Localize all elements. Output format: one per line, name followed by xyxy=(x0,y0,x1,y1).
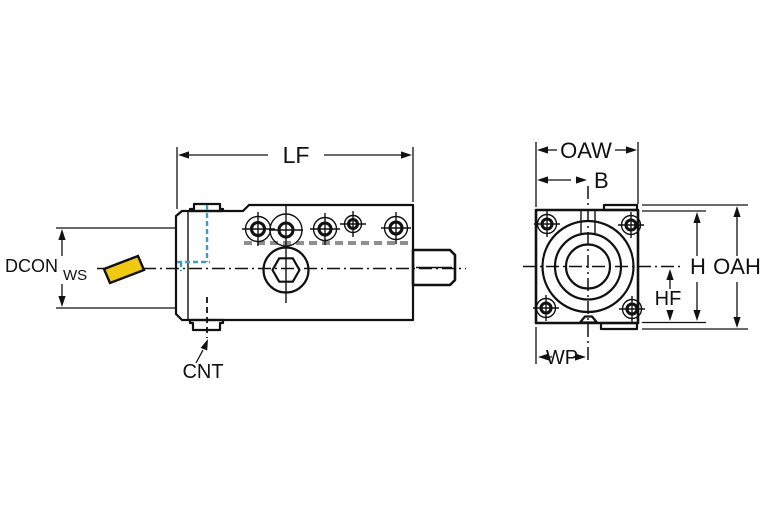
hex-clamp-screw xyxy=(262,206,310,303)
side-view xyxy=(97,202,466,338)
label-oah: OAH xyxy=(713,254,761,279)
hidden-slot-lines xyxy=(177,205,210,271)
dimension-h: H xyxy=(642,210,706,324)
front-bottom-tab xyxy=(599,321,639,331)
front-screw-top-left xyxy=(534,211,560,237)
front-screw-top-right xyxy=(618,212,644,238)
label-hf: HF xyxy=(655,288,682,310)
dimension-lf: LF xyxy=(176,142,414,209)
dimension-hf: HF xyxy=(655,269,682,321)
side-top-tab xyxy=(188,202,225,213)
label-wp: WP xyxy=(546,347,578,369)
screw-4 xyxy=(340,211,366,237)
side-bottom-tab xyxy=(188,318,225,332)
dimension-oaw: OAW xyxy=(535,138,639,207)
front-screw-bottom-left xyxy=(533,295,559,321)
side-shaft xyxy=(411,248,457,287)
bottom-notch xyxy=(578,315,599,324)
front-screw-bottom-right xyxy=(619,296,645,322)
dimension-cnt: CNT xyxy=(182,339,224,383)
dimension-oah: OAH xyxy=(642,204,761,330)
label-oaw: OAW xyxy=(560,138,612,163)
label-b: B xyxy=(594,168,609,193)
dimension-b: B xyxy=(537,168,609,193)
label-lf: LF xyxy=(283,142,310,168)
label-dcon: DCON xyxy=(5,256,58,276)
front-view xyxy=(523,186,680,360)
label-cnt: CNT xyxy=(182,361,223,383)
screw-3 xyxy=(310,213,340,245)
dimension-wp: WP xyxy=(535,327,586,369)
cutting-insert xyxy=(102,254,146,285)
screw-5 xyxy=(381,212,411,244)
dimension-dconws: DCON WS xyxy=(5,227,176,309)
label-h: H xyxy=(690,254,706,279)
label-ws: WS xyxy=(63,267,87,284)
front-top-tab xyxy=(602,203,639,212)
